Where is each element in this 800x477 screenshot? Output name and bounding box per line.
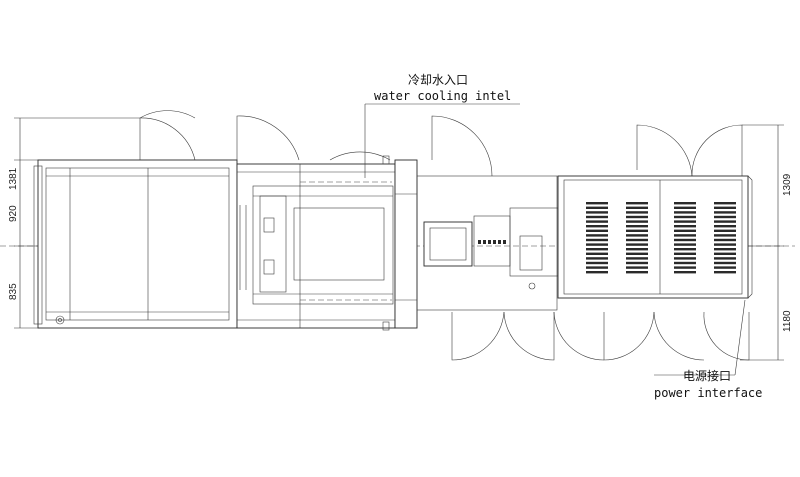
vent-slot [674,257,696,260]
water-inlet-label-en: water cooling intel [374,89,511,103]
vent-slot [586,220,608,223]
vent-slot [674,261,696,265]
callout-leaders [364,103,746,376]
vent-slot [586,243,608,246]
vent-slot [714,248,736,251]
vent-slot [586,252,608,255]
laser-module [423,207,559,290]
rail-marks [300,181,392,301]
chiller-cabinet [557,175,753,299]
vent-slot [674,202,696,205]
vent-slot [674,229,696,232]
vent-slot [586,271,608,274]
vent-slot [626,248,648,251]
vent-slot [626,215,648,219]
dim-835: 835 [8,283,19,300]
dim-920: 920 [8,205,19,222]
vent-slot [626,238,648,242]
vent-slot [674,238,696,242]
vent-slot [674,211,696,214]
vent-slot [674,243,696,246]
loading-table [33,159,238,329]
vent-slot [714,271,736,274]
vent-slot [674,220,696,223]
vent-slot [714,234,736,237]
vent-slot [714,202,736,205]
vent-slot [586,229,608,232]
vent-slot [714,229,736,232]
right-dimensions [740,124,784,361]
vent-slot [626,257,648,260]
vent-slot [586,234,608,237]
vent-slot [714,215,736,219]
vent-slot [626,252,648,255]
vent-slot [714,211,736,214]
door-swings-bottom [451,311,750,361]
vent-slot [674,271,696,274]
vent-slot [586,238,608,242]
power-interface-label-cn: 电源接口 [683,368,731,383]
vent-slot [586,266,608,269]
vent-slot [626,202,648,205]
vent-slot [626,261,648,265]
vent-slot [714,225,736,228]
vent-slot [626,229,648,232]
vent-slot [586,211,608,214]
vent-slot [586,257,608,260]
machine-bed [236,163,396,329]
vent-slot [586,225,608,228]
door-swings-top [139,110,743,177]
vent-slot [714,220,736,223]
dim-1309: 1309 [782,173,793,196]
vent-slot [714,266,736,269]
frame-outline [416,175,558,311]
vent-slot [674,215,696,219]
water-inlet-label-cn: 冷却水入口 [408,73,468,87]
vent-slot [714,261,736,265]
vent-slot [674,225,696,228]
vent-slot [586,206,608,209]
dim-1381: 1381 [8,167,19,190]
vent-slot [674,248,696,251]
vent-slot [674,266,696,269]
vent-slot [714,257,736,260]
vent-slot [674,206,696,209]
vent-slot [586,248,608,251]
power-interface-label-en: power interface [654,386,762,400]
dim-1180: 1180 [782,310,793,332]
vent-slot [626,225,648,228]
vent-slot [626,211,648,214]
vent-slot [714,206,736,209]
vent-slot [626,234,648,237]
vent-slot [626,220,648,223]
vent-slot [626,243,648,246]
vent-slot [714,243,736,246]
vent-slot [626,271,648,274]
vent-slot [674,234,696,237]
left-dimensions [14,117,140,329]
vent-slot [626,206,648,209]
vent-slot [626,266,648,269]
vent-slot [674,252,696,255]
vent-slot [714,252,736,255]
vent-slot [586,261,608,265]
vent-slot [586,215,608,219]
vent-slot [586,202,608,205]
cabinet-vents [586,202,736,274]
vent-slot [714,238,736,242]
